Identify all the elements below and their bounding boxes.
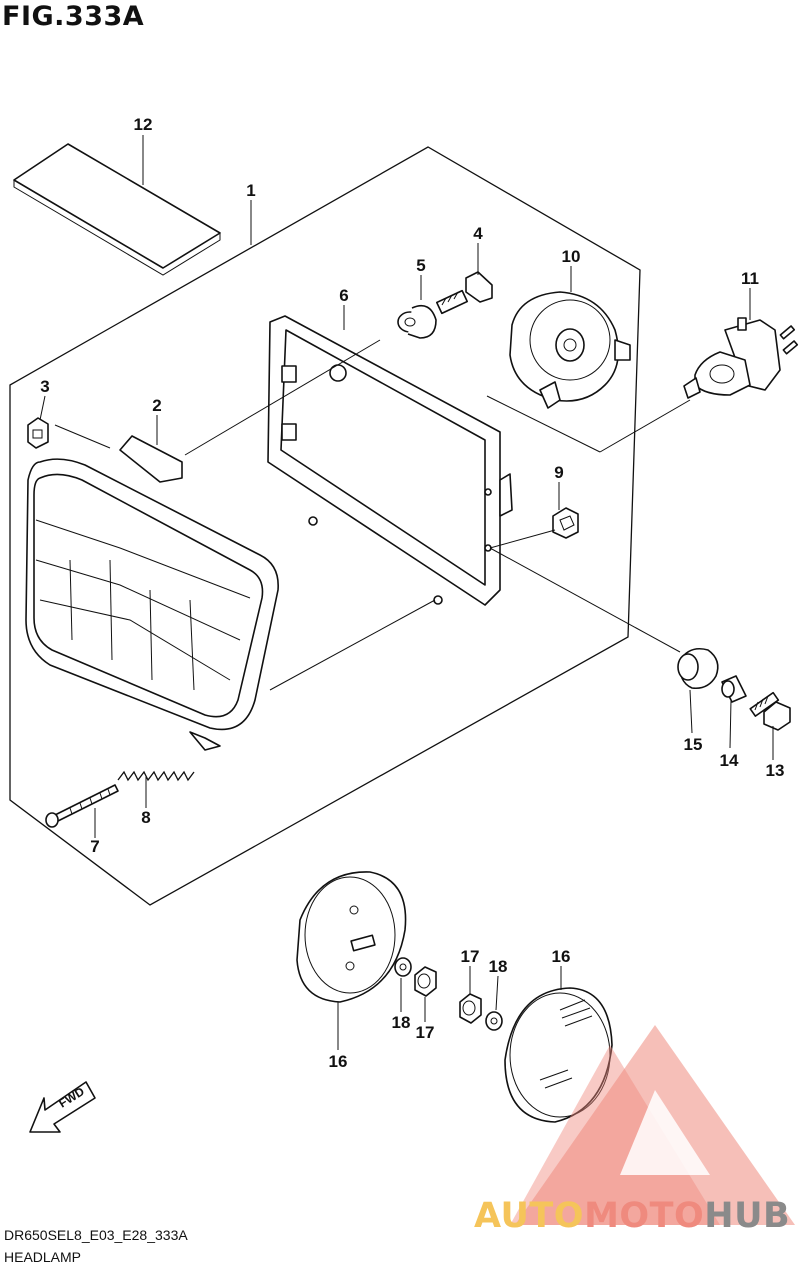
callout-12: 12	[134, 115, 153, 134]
part-11-bulb	[683, 317, 799, 399]
part-7-adjust-screw	[45, 784, 119, 828]
part-10-socket-cover	[509, 291, 631, 409]
callout-9: 9	[554, 463, 563, 482]
part-13-bolt	[749, 691, 791, 731]
part-3-clip	[27, 417, 49, 449]
fwd-arrow-icon: FWD	[29, 1081, 96, 1133]
callout-3: 3	[40, 377, 49, 396]
callout-7: 7	[90, 837, 99, 856]
callout-1: 1	[246, 181, 255, 200]
part-12-sticker	[13, 143, 221, 276]
part-16-dust-cover-right	[504, 987, 613, 1123]
callout-18-right: 18	[489, 957, 508, 976]
callout-14: 14	[720, 751, 739, 770]
part-14-collar	[721, 675, 747, 703]
part-16-dust-cover-left	[296, 871, 407, 1003]
callout-11: 11	[741, 269, 759, 288]
page-title: FIG.333A	[2, 1, 145, 32]
watermark-word-hub: HUB	[704, 1196, 791, 1236]
part-2-headlamp	[25, 435, 279, 751]
part-15-bushing	[677, 647, 719, 690]
watermark-text: AUTOMOTOHUB	[474, 1196, 790, 1236]
figure-name: HEADLAMP	[4, 1249, 82, 1265]
watermark-word-auto: AUTO	[474, 1196, 585, 1236]
callout-16-right: 16	[552, 947, 571, 966]
part-6-housing-frame	[267, 315, 513, 606]
callout-4: 4	[473, 224, 483, 243]
callout-17-right: 17	[461, 947, 480, 966]
figure-code: DR650SEL8_E03_E28_333A	[4, 1227, 188, 1243]
assembly-boundary	[9, 146, 641, 906]
leader-lines	[39, 135, 774, 1050]
callout-8: 8	[141, 808, 150, 827]
callout-17-left: 17	[416, 1023, 435, 1042]
callout-15: 15	[684, 735, 703, 754]
callout-10: 10	[562, 247, 581, 266]
callout-labels: 12 1 3 2 4 5 6 10 11 9 15 14 13 7 8 16 1…	[40, 115, 784, 1071]
part-18-washer-right	[485, 1011, 503, 1031]
callout-6: 6	[339, 286, 348, 305]
watermark-word-moto: MOTO	[584, 1196, 705, 1236]
callout-13: 13	[766, 761, 785, 780]
callout-18-left: 18	[392, 1013, 411, 1032]
callout-2: 2	[152, 396, 161, 415]
callout-16-left: 16	[329, 1052, 348, 1071]
callout-5: 5	[416, 256, 425, 275]
part-9-nut-clip	[552, 507, 579, 539]
watermark-logo	[510, 1025, 795, 1225]
part-4-screw	[435, 271, 493, 315]
part-8-spring	[117, 770, 195, 782]
part-17-nut-left	[414, 966, 437, 997]
part-18-washer-left	[394, 957, 412, 977]
part-5-grommet	[397, 304, 437, 339]
